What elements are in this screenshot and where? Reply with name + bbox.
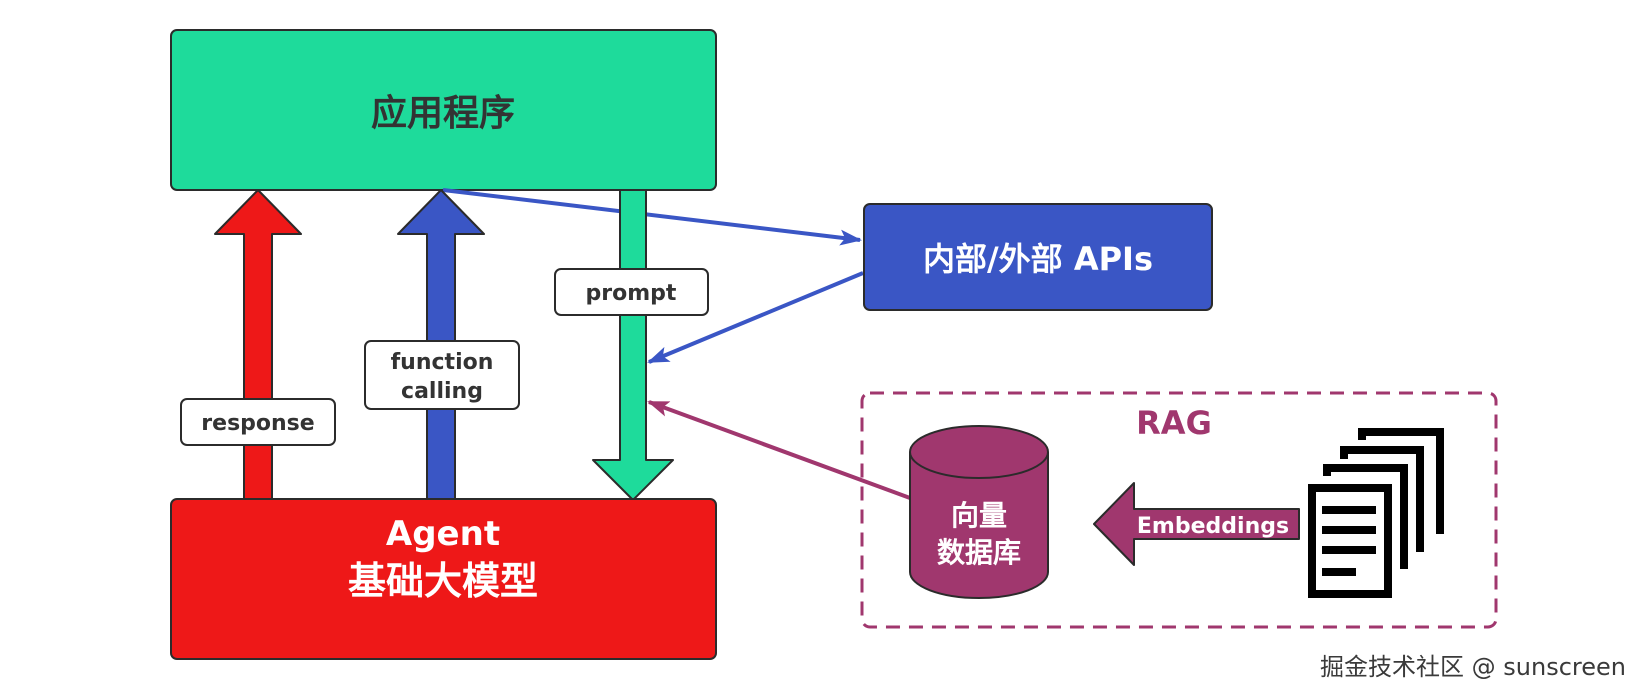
- prompt-arrow: [592, 189, 674, 501]
- agent-label: Agent: [386, 514, 500, 554]
- prompt-label: prompt: [554, 268, 709, 316]
- apis-label: 内部/外部 APIs: [923, 240, 1153, 278]
- response-arrow: [214, 189, 302, 501]
- app-node: 应用程序: [170, 29, 717, 191]
- agent-node: Agent 基础大模型: [170, 498, 717, 660]
- watermark: 掘金技术社区 @ sunscreen: [1320, 653, 1626, 681]
- edge-apis-to-prompt: [647, 271, 864, 364]
- vector-db-node: 向量 数据库: [909, 425, 1049, 599]
- agent-sublabel: 基础大模型: [348, 559, 538, 603]
- function-calling-label: function calling: [364, 340, 520, 410]
- edge-app-to-apis: [442, 188, 862, 246]
- rag-group: RAG: [860, 391, 1498, 629]
- apis-node: 内部/外部 APIs: [863, 203, 1213, 311]
- documents-icon: [1308, 428, 1444, 598]
- edge-db-to-prompt: [647, 400, 911, 500]
- embeddings-label: Embeddings: [1137, 514, 1289, 539]
- response-label: response: [180, 398, 336, 446]
- function-calling-text-2: calling: [401, 379, 483, 404]
- embeddings-arrow: Embeddings: [1093, 482, 1300, 566]
- vector-db-label-1: 向量: [951, 499, 1007, 532]
- response-text: response: [201, 411, 314, 436]
- function-calling-text-1: function: [391, 350, 494, 375]
- vector-db-label-2: 数据库: [937, 536, 1021, 569]
- rag-label: RAG: [1136, 404, 1212, 442]
- app-label: 应用程序: [371, 93, 515, 134]
- prompt-text: prompt: [586, 281, 677, 306]
